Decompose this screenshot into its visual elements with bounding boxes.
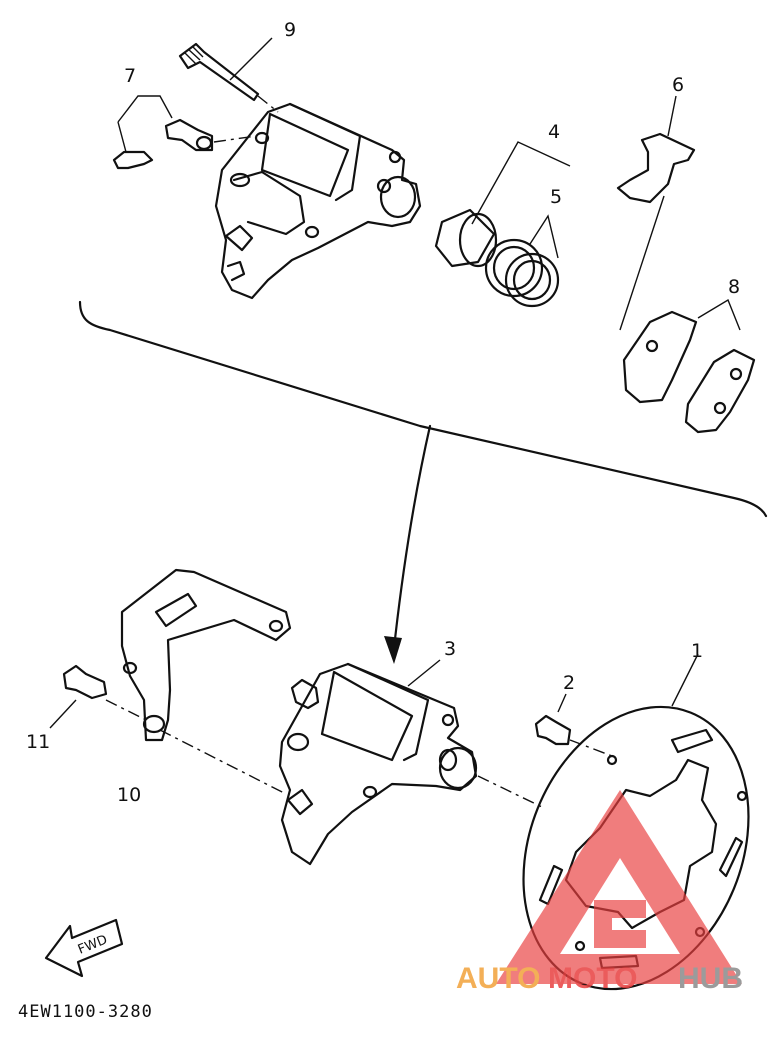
callout-8: 8	[728, 276, 740, 298]
assembly-arrow	[384, 424, 432, 664]
forward-direction-tag: FWD	[44, 918, 124, 978]
callout-3: 3	[444, 638, 456, 660]
part-code: 4EW1100-3280	[18, 1002, 153, 1022]
group-bracket	[78, 300, 768, 518]
bracket-bolt	[49, 664, 147, 729]
callout-1: 1	[691, 640, 703, 662]
callout-7: 7	[124, 65, 136, 87]
watermark-text-moto: MOTO	[548, 962, 637, 995]
bleed-screw-set	[112, 95, 257, 170]
callout-6: 6	[672, 74, 684, 96]
callout-5: 5	[550, 186, 562, 208]
caliper-bracket	[120, 568, 292, 742]
slide-pin	[178, 37, 279, 113]
callout-10: 10	[117, 784, 141, 806]
pad-spring	[616, 95, 696, 204]
callout-11: 11	[26, 731, 50, 753]
callout-2: 2	[563, 672, 575, 694]
piston-and-seals	[434, 141, 571, 308]
brake-pads	[619, 195, 756, 434]
watermark-text-auto: AUTO	[456, 962, 540, 995]
caliper-body-exploded	[214, 102, 422, 300]
callout-9: 9	[284, 19, 296, 41]
caliper-assembly	[159, 659, 545, 866]
disc-bolt	[534, 693, 613, 757]
watermark-triangle-icon	[496, 790, 742, 984]
fwd-label: FWD	[76, 932, 110, 957]
watermark-text-hub: HUB	[678, 962, 743, 995]
callout-4: 4	[548, 121, 560, 143]
automotohub-watermark: AUTO MOTO HUB	[456, 790, 743, 995]
